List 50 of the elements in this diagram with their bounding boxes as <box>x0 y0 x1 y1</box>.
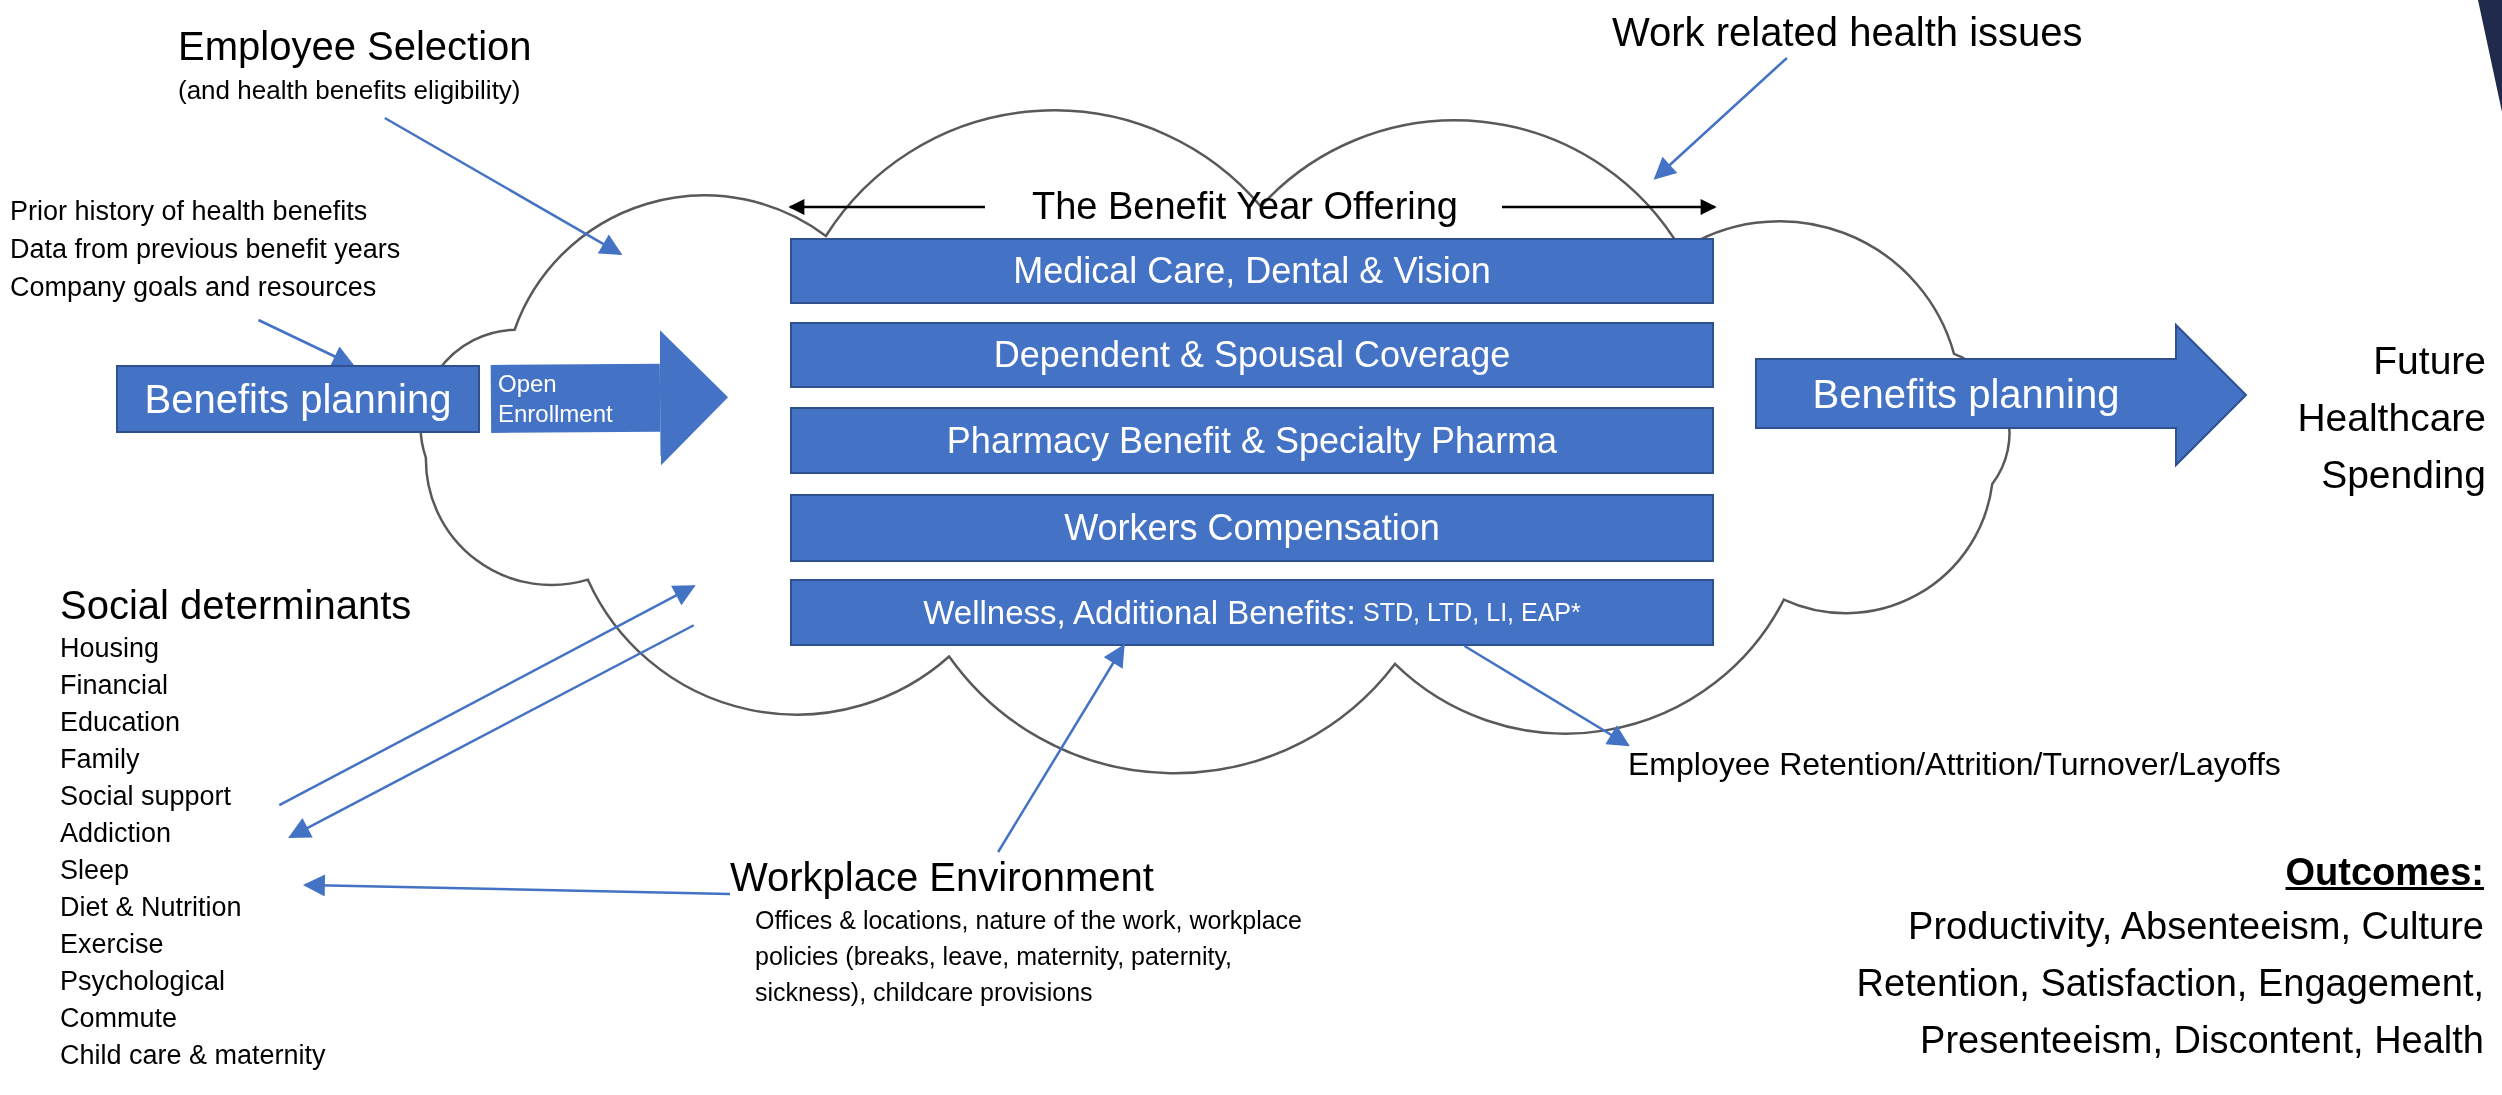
list-item-text: Addiction <box>60 817 173 850</box>
list-item-text: Psychological <box>60 965 227 998</box>
arrow <box>302 874 731 897</box>
heading-text: Workplace Environment <box>730 854 1155 901</box>
arrow <box>257 318 355 367</box>
list-item-text: Child care & maternity <box>60 1039 327 1072</box>
bar-label: Workers Compensation <box>1064 507 1440 549</box>
heading-text: The Benefit Year Offering <box>1030 184 1459 229</box>
list-item-text: Diet & Nutrition <box>60 891 243 924</box>
list-item-text: Commute <box>60 1002 179 1035</box>
arrow <box>278 585 696 807</box>
heading-text: Outcomes: <box>2285 850 2484 895</box>
box-label: Benefits planning <box>144 376 452 422</box>
bar-label: Medical Care, Dental & Vision <box>1013 250 1491 292</box>
body-text: Offices & locations, nature of the work, workplace policies (breaks, leave, maternity, paternity, sickness), childcare provisions <box>754 905 1304 1008</box>
outcome-text: Employee Retention/Attrition/Turnover/Layoffs <box>1628 745 2282 784</box>
heading-text: Work related health issues <box>1612 9 2084 56</box>
arrow-label: Benefits planning <box>1811 370 2121 418</box>
heading-text: Social determinants <box>60 582 413 629</box>
list-item-text: Company goals and resources <box>10 271 378 304</box>
arrow <box>384 116 623 255</box>
arrow <box>288 624 695 839</box>
benefit-bar <box>790 579 1714 646</box>
list-item-text: Prior history of health benefits <box>10 195 369 228</box>
list-item-text: Sleep <box>60 854 131 887</box>
body-text: Productivity, Absenteeism, Culture Retention, Satisfaction, Engagement, Presenteeism, Discontent, Health <box>1855 904 2484 1063</box>
list-item-text: Family <box>60 743 141 776</box>
bar-label: Dependent & Spousal Coverage <box>993 334 1511 376</box>
bar-label: Wellness, Additional Benefits: <box>923 593 1356 632</box>
arrow <box>490 329 729 466</box>
subheading-text: (and health benefits eligibility) <box>178 74 522 107</box>
benefit-bar <box>790 407 1714 474</box>
list-item-text: Data from previous benefit years <box>10 233 402 266</box>
arrow-label: Open Enrollment <box>498 369 614 429</box>
list-item-text: Financial <box>60 669 170 702</box>
list-item-text: Exercise <box>60 928 165 961</box>
process-box <box>116 365 480 433</box>
bar-label: Pharmacy Benefit & Specialty Pharma <box>946 419 1558 462</box>
arrow <box>1653 57 1788 180</box>
list-item-text: Education <box>60 706 182 739</box>
arrow <box>997 644 1125 853</box>
list-item-text: Housing <box>60 632 161 665</box>
list-item-text: Social support <box>60 780 233 813</box>
heading-text: Employee Selection <box>178 23 533 70</box>
benefit-bar <box>790 238 1714 304</box>
benefit-bar <box>790 322 1714 388</box>
benefit-bar <box>790 494 1714 562</box>
outcome-text: Future Healthcare Spending <box>2296 338 2486 498</box>
bar-label-detail: STD, LTD, LI, EAP* <box>1363 598 1581 627</box>
arrow <box>1463 644 1630 747</box>
